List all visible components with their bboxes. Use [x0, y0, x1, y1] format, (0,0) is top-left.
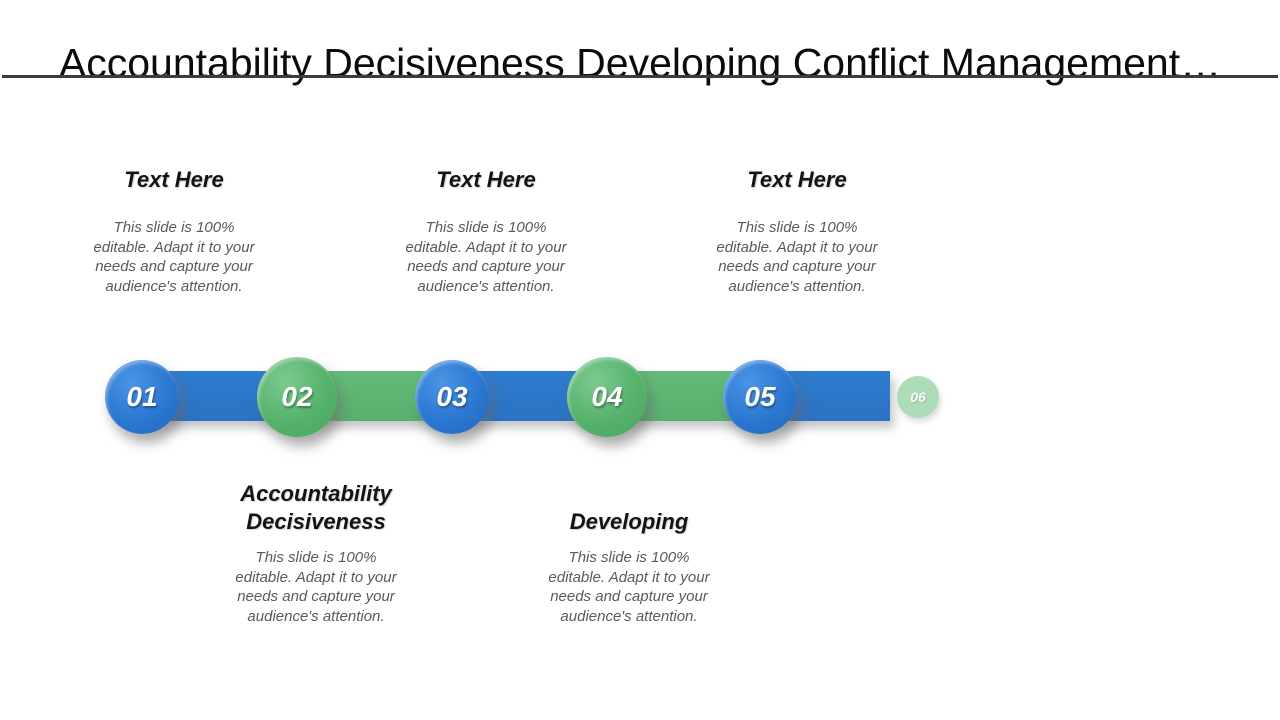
bottom-text-block-1-heading: Accountability Decisiveness: [240, 481, 392, 534]
step-number-05: 05: [744, 381, 776, 412]
top-text-block-1-body: This slide is 100% editable. Adapt it to…: [93, 219, 255, 295]
top-text-block-2-heading: Text Here: [436, 167, 536, 192]
step-circle-04: 04: [567, 357, 647, 437]
top-text-block-3: Text Here This slide is 100% editable. A…: [672, 166, 922, 296]
step-number-06: 06: [910, 389, 926, 405]
step-circle-06-faded: 06: [897, 376, 939, 418]
bottom-text-block-1: Accountability Decisiveness This slide i…: [176, 478, 456, 626]
top-text-block-1-heading: Text Here: [124, 167, 224, 192]
bottom-text-block-2: Developing This slide is 100% editable. …: [489, 478, 769, 626]
step-number-04: 04: [591, 381, 623, 412]
top-text-block-3-body: This slide is 100% editable. Adapt it to…: [716, 219, 878, 295]
step-circle-03: 03: [415, 360, 489, 434]
step-circle-01: 01: [105, 360, 179, 434]
step-circle-02: 02: [257, 357, 337, 437]
title-divider: [2, 75, 1278, 78]
top-text-block-3-heading: Text Here: [747, 167, 847, 192]
top-text-block-2-body: This slide is 100% editable. Adapt it to…: [405, 219, 567, 295]
slide-title: Accountability Decisiveness Developing C…: [58, 40, 1222, 87]
step-number-02: 02: [281, 381, 313, 412]
bottom-text-block-1-body: This slide is 100% editable. Adapt it to…: [235, 549, 397, 625]
step-number-01: 01: [126, 381, 158, 412]
step-number-03: 03: [436, 381, 468, 412]
top-text-block-1: Text Here This slide is 100% editable. A…: [49, 166, 299, 296]
top-text-block-2: Text Here This slide is 100% editable. A…: [361, 166, 611, 296]
step-circle-05: 05: [723, 360, 797, 434]
bottom-text-block-2-body: This slide is 100% editable. Adapt it to…: [548, 549, 710, 625]
bottom-text-block-2-heading: Developing: [569, 509, 689, 534]
